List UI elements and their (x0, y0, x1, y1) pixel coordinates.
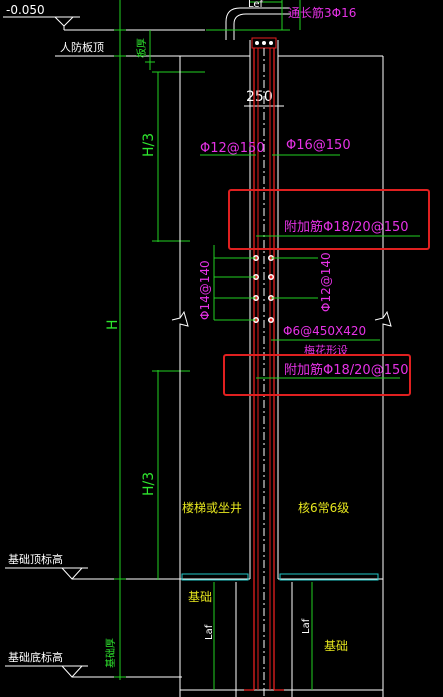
dimension-wall-thickness-line (244, 100, 284, 112)
elevation-value-top: -0.050 (6, 3, 45, 17)
annotation-rebar-right-vertical: Φ12@140 (319, 252, 333, 312)
top-continuous-bars (251, 37, 277, 49)
annotation-tie-bar: Φ6@450X420 (283, 324, 366, 338)
annotation-rebar-right-upper: Φ16@150 (286, 138, 351, 153)
annotation-rebar-left-vertical: Φ14@140 (198, 260, 212, 320)
dimension-foundation-thickness: 基础厚 (104, 638, 117, 668)
dimension-wall-thickness: 250 (246, 89, 273, 105)
wall-outline (171, 40, 392, 697)
dimension-slab-thickness: 板厚 (135, 38, 148, 58)
elevation-marker-foundation-bottom (5, 665, 182, 678)
label-protection-class: 核6常6级 (298, 501, 349, 515)
elevation-label-foundation-bottom: 基础底标高 (8, 650, 63, 664)
annotation-added-rebar-lower: 附加筋Φ18/20@150 (284, 362, 409, 378)
elevation-label-slab-top: 人防板顶 (60, 40, 104, 54)
leader-lines (200, 154, 420, 379)
dimension-upper-third: H/3 (141, 133, 157, 157)
dimension-chain-left (114, 0, 205, 680)
top-bent-bars (206, 0, 301, 40)
highlight-box-upper (228, 189, 430, 250)
dimension-lower-third: H/3 (141, 472, 157, 496)
foundation-hatch (181, 573, 379, 581)
annotation-top-rebar: 通长筋3Φ16 (288, 5, 356, 20)
label-foundation-left: 基础 (188, 590, 212, 604)
anchorage-dimension-lines (213, 582, 313, 690)
dimension-anchor-right: Laf (301, 618, 312, 634)
annotation-added-rebar-upper: 附加筋Φ18/20@150 (284, 219, 409, 235)
elevation-label-foundation-top: 基础顶标高 (8, 552, 63, 566)
elevation-marker-top (3, 16, 205, 31)
dimension-full-height: H (105, 319, 121, 330)
dimension-anchor-left: Laf (204, 624, 215, 640)
annotation-tie-pattern: 梅花形设 (304, 343, 348, 357)
dimension-top-partial: Lef (248, 0, 264, 10)
annotation-rebar-left-upper: Φ12@150 (200, 141, 265, 156)
label-stair-or-shaft: 楼梯或坐井 (182, 500, 242, 515)
elevation-marker-foundation-top (5, 567, 182, 580)
label-foundation-right: 基础 (324, 639, 348, 653)
highlight-box-lower (223, 354, 411, 396)
